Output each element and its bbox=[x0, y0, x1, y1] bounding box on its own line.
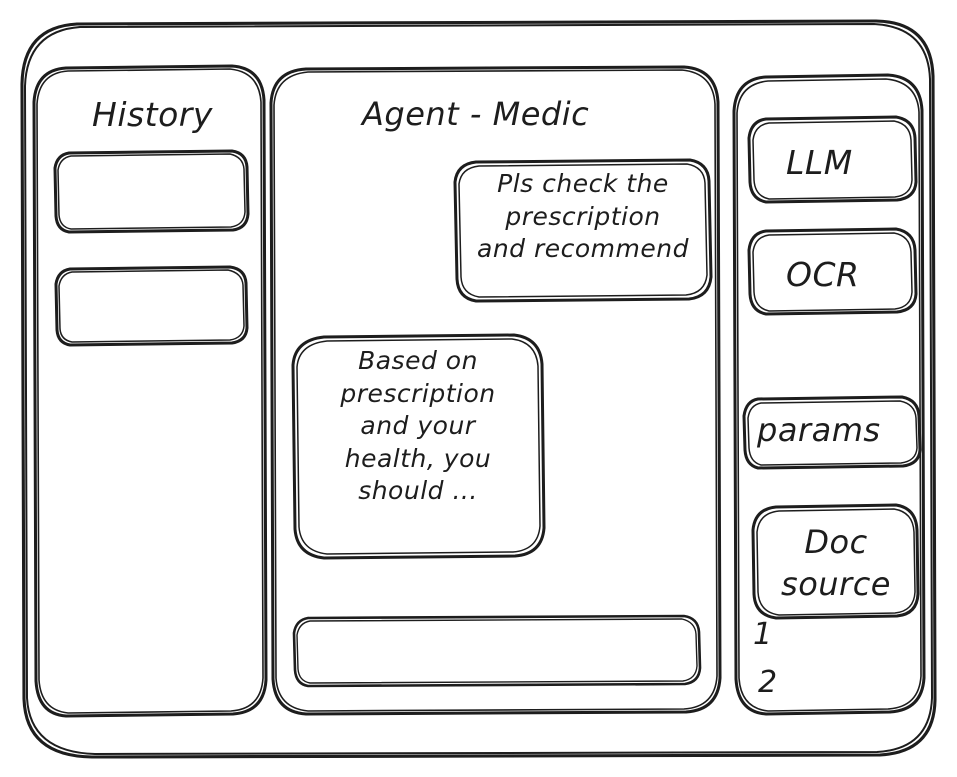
user-message-text: Pls check the prescription and recommend bbox=[477, 169, 689, 263]
history-title: History bbox=[92, 95, 213, 134]
tool-ocr-label: OCR bbox=[786, 255, 860, 294]
doc-list-item-1[interactable]: 2 bbox=[758, 665, 778, 700]
doc-source-label: Doc source bbox=[781, 523, 891, 603]
history-item-0[interactable] bbox=[52, 146, 252, 241]
history-panel-frame bbox=[32, 64, 268, 718]
history-item-1[interactable] bbox=[52, 262, 252, 354]
composer-input-frame[interactable] bbox=[288, 610, 706, 692]
doc-list-item-0[interactable]: 1 bbox=[753, 617, 773, 652]
agent-title: Agent - Medic bbox=[362, 95, 590, 133]
tool-llm-label: LLM bbox=[786, 143, 853, 182]
assistant-message-text: Based on prescription and your health, y… bbox=[340, 346, 496, 505]
params-label: params bbox=[757, 411, 881, 449]
